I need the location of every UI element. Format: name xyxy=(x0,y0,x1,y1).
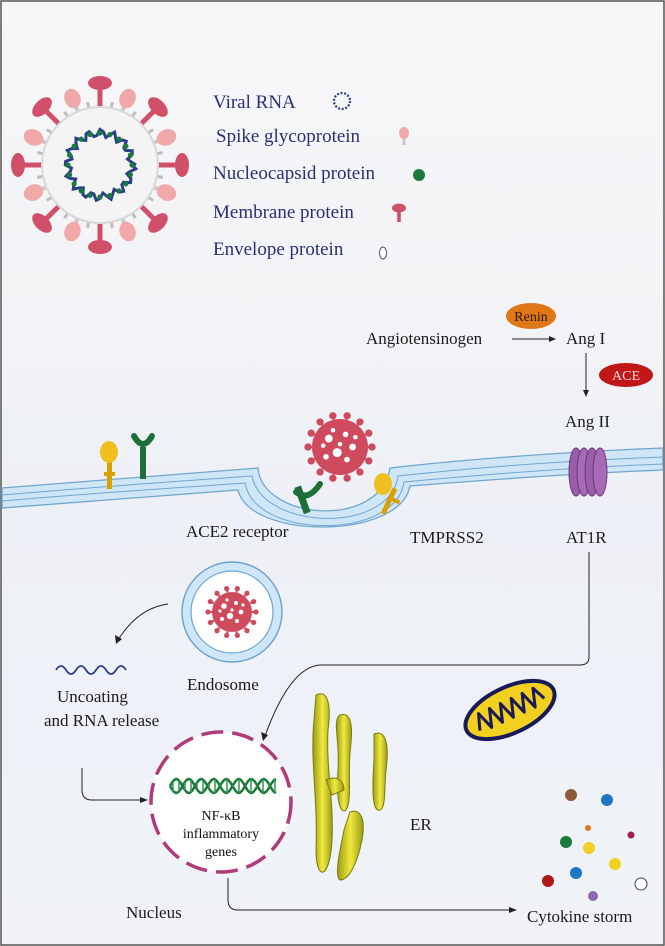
ace-enzyme xyxy=(599,363,653,387)
legend-nucleocapsid: Nucleocapsid protein xyxy=(213,163,375,184)
nfkb-label-3: genes xyxy=(205,845,237,860)
virus-illustration xyxy=(10,76,189,254)
at1r-receptor xyxy=(568,447,608,497)
ang2-label: Ang II xyxy=(565,412,610,431)
endosome-label: Endosome xyxy=(187,675,259,694)
mitochondrion xyxy=(463,678,557,742)
legend-membrane: Membrane protein xyxy=(213,202,354,223)
at1r-label: AT1R xyxy=(566,528,607,547)
renin-label: Renin xyxy=(514,310,547,325)
cytokine-storm-label: Cytokine storm xyxy=(527,907,632,926)
nucleocapsid-icon xyxy=(413,169,425,181)
spike-icon xyxy=(399,127,409,145)
dna-helix xyxy=(168,777,277,795)
endoplasmic-reticulum xyxy=(312,693,388,881)
legend: Viral RNA Spike glycoprotein Nucleocapsi… xyxy=(213,91,425,260)
cytokine-particles xyxy=(542,789,648,901)
uncoating-label-2: and RNA release xyxy=(44,711,159,730)
envelope-icon xyxy=(379,246,387,260)
virus-entering xyxy=(304,412,376,482)
legend-spike: Spike glycoprotein xyxy=(216,126,361,147)
legend-envelope: Envelope protein xyxy=(213,239,344,260)
legend-viral-rna: Viral RNA xyxy=(213,92,296,113)
released-rna xyxy=(55,665,127,675)
ang1-label: Ang I xyxy=(566,329,606,348)
nucleus-label: Nucleus xyxy=(126,903,182,922)
cell-membrane xyxy=(1,447,664,528)
membrane-protein-icon xyxy=(392,203,406,222)
membrane-receptor-pair xyxy=(100,433,155,489)
angiotensinogen-label: Angiotensinogen xyxy=(366,329,483,348)
ace-label: ACE xyxy=(612,369,640,384)
ace2-label: ACE2 receptor xyxy=(186,522,289,541)
tmprss2-label: TMPRSS2 xyxy=(410,528,484,547)
ace2-receptor xyxy=(293,481,323,515)
rna-icon xyxy=(332,91,352,111)
ras-pathway: Angiotensinogen Renin Ang I ACE Ang II xyxy=(366,303,653,431)
nucleus: NF-κB inflammatory genes xyxy=(149,730,293,874)
uncoating-label-1: Uncoating xyxy=(57,687,128,706)
renin-enzyme xyxy=(506,303,556,329)
nfkb-label-1: NF-κB xyxy=(202,809,241,824)
signal-arrow xyxy=(264,552,590,737)
er-label: ER xyxy=(410,815,432,834)
tmprss2-protease xyxy=(374,473,401,515)
endosome xyxy=(181,561,283,663)
nfkb-label-2: inflammatory xyxy=(183,827,259,842)
